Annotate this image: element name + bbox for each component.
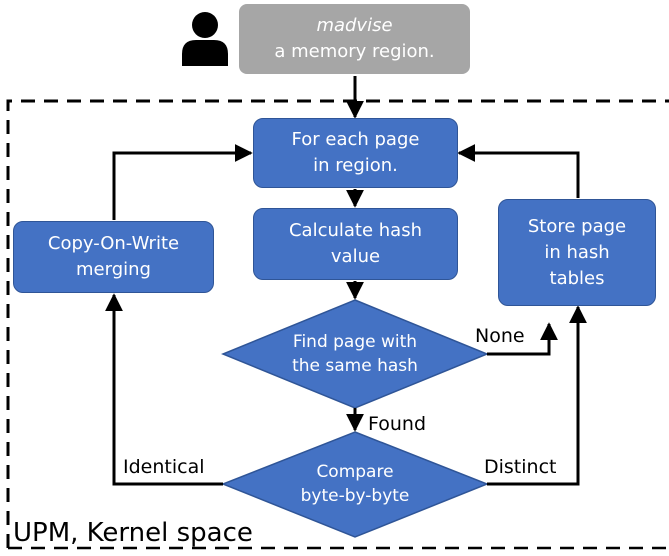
store-page-box: Store page in hash tables (498, 199, 656, 306)
edge-label-found: Found (368, 413, 427, 435)
calc-hash-line-1: Calculate hash (288, 220, 422, 241)
edge-label-distinct: Distinct (484, 456, 557, 478)
edge-compare-to-store (487, 305, 587, 486)
store-line-2: in hash (544, 241, 610, 263)
find-line-2: the same hash (292, 356, 418, 376)
for-each-page-box: For each page in region. (253, 118, 458, 188)
edge-cow-to-foreach (112, 144, 253, 220)
for-each-line-1: For each page (291, 129, 420, 150)
store-line-3: tables (549, 267, 605, 289)
edge-label-none: None (475, 325, 525, 347)
cow-line-1: Copy-On-Write (47, 233, 180, 254)
compare-diamond (220, 431, 490, 538)
find-line-1: Find page with (292, 332, 418, 352)
compare-line-2: byte-by-byte (300, 486, 410, 506)
madvise-request-box: madvise a memory region. (239, 4, 470, 74)
compare-line-1: Compare (316, 462, 394, 482)
madvise-label: madvise (316, 15, 393, 36)
find-page-text: Find page with the same hash (265, 324, 445, 384)
store-line-1: Store page (527, 215, 627, 237)
edge-find-to-store (487, 322, 558, 356)
kernel-space-label: UPM, Kernel space (13, 518, 253, 548)
kernel-space-boundary (6, 99, 669, 548)
edge-compare-to-cow (105, 293, 223, 486)
person-icon (182, 12, 228, 66)
for-each-line-2: in region. (313, 155, 398, 176)
copy-on-write-box: Copy-On-Write merging (13, 221, 214, 293)
memory-region-label: a memory region. (274, 41, 435, 62)
edge-label-identical: Identical (123, 456, 205, 478)
cow-line-2: merging (76, 259, 151, 280)
edge-store-to-foreach (457, 144, 580, 198)
calculate-hash-box: Calculate hash value (253, 208, 458, 280)
compare-text: Compare byte-by-byte (265, 454, 445, 514)
calc-hash-line-2: value (330, 246, 381, 267)
